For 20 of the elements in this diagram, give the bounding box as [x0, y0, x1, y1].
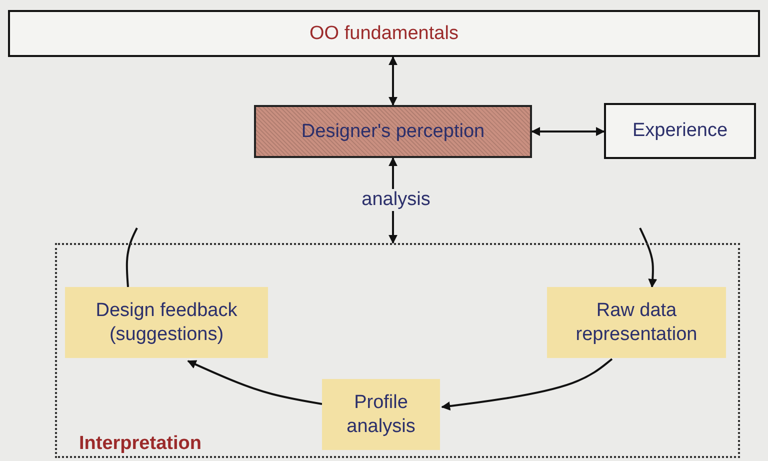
node-label: Experience [632, 119, 728, 143]
group-title: Interpretation [79, 432, 202, 456]
connector-line [126, 228, 138, 288]
process-box [65, 287, 268, 358]
process-box [547, 287, 726, 358]
arrow [639, 228, 658, 288]
node-label: Designer's perception [301, 120, 485, 144]
node-label: Design feedback (suggestions) [94, 298, 238, 346]
process-box [604, 103, 756, 159]
process-box [8, 10, 760, 57]
node-label: OO fundamentals [310, 22, 458, 46]
arrow [187, 360, 322, 405]
arrow [531, 127, 605, 136]
node-label: Raw data representation [574, 298, 698, 346]
process-box [254, 105, 532, 158]
group-container [55, 243, 740, 458]
node-label: Profile analysis [346, 390, 416, 438]
arrow [388, 56, 398, 106]
arrow [441, 358, 613, 410]
process-box [322, 379, 440, 450]
